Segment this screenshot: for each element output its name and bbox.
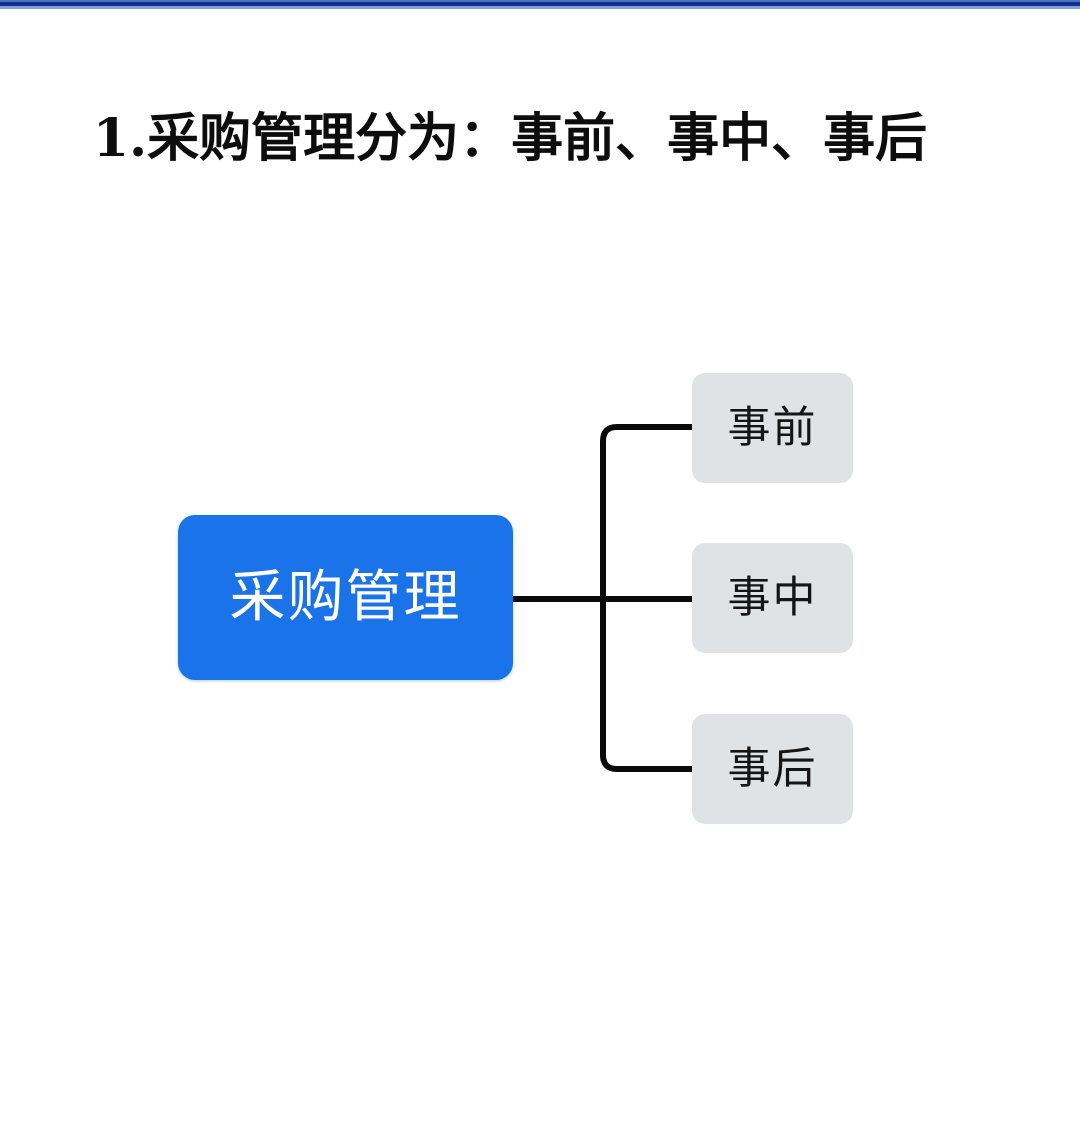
child-node-label: 事中 [727,573,818,623]
child-node-after[interactable]: 事后 [692,714,853,824]
root-node-label: 采购管理 [229,564,462,630]
child-node-during[interactable]: 事中 [692,543,853,653]
child-node-before[interactable]: 事前 [692,373,853,483]
top-bar-dark-band [0,2,1080,6]
child-node-label: 事后 [727,744,818,794]
connector-branch-top [600,424,693,599]
top-bar-accent-line [0,6,1080,9]
child-node-label: 事前 [727,403,818,453]
decorative-top-bar [0,0,1080,9]
connector-branch-bottom [600,599,693,772]
root-node-purchasing-management[interactable]: 采购管理 [178,515,513,680]
page-title: 1.采购管理分为：事前、事中、事后 [92,108,928,169]
top-bar-light-line [0,0,1080,2]
